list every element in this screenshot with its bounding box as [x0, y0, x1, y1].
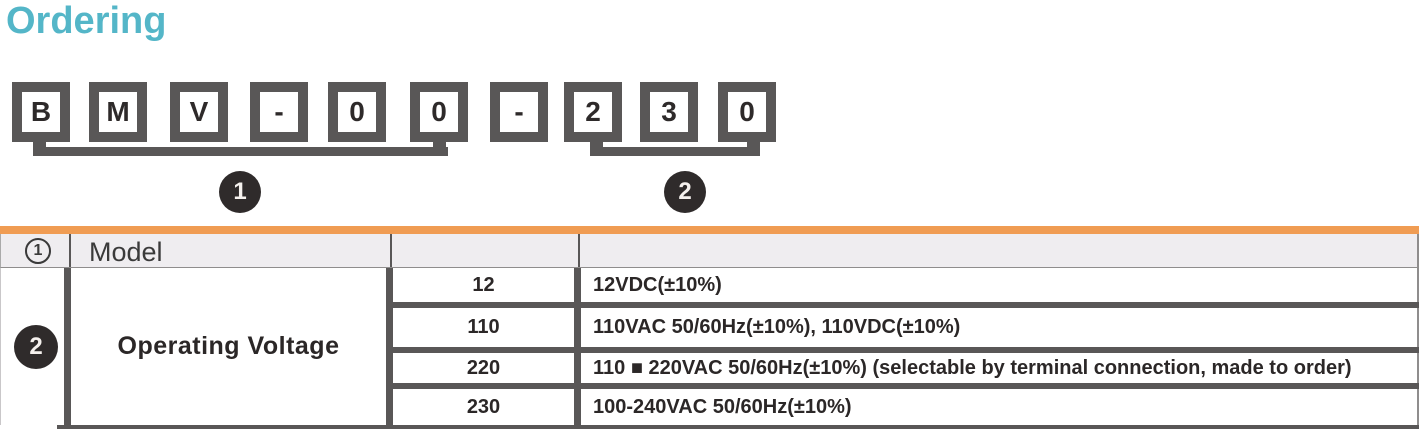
body-divider-1: [64, 268, 71, 425]
bracket-2-bar: [590, 147, 760, 156]
voltage-description-cell-2: 110VAC 50/60Hz(±10%), 110VDC(±10%): [593, 316, 961, 338]
box-char: -: [514, 96, 524, 127]
voltage-description-cell-1: 12VDC(±10%): [593, 273, 722, 296]
body-divider-3: [574, 268, 581, 425]
box-char: 0: [349, 96, 365, 127]
box-char: 0: [431, 96, 447, 127]
bracket-1-right-stem: [433, 140, 446, 156]
header-index-badge: 1: [25, 238, 51, 264]
part-number-box-2: M: [89, 82, 147, 142]
box-char: B: [30, 96, 52, 127]
box-char: V: [189, 96, 209, 127]
voltage-code-cell-2: 110: [467, 316, 500, 338]
box-char: 0: [739, 96, 755, 127]
table-header-row: 1 Model: [0, 234, 1419, 268]
row-divider-2: [386, 347, 1419, 353]
voltage-description-cell-3: 110 ■ 220VAC 50/60Hz(±10%) (selectable b…: [593, 356, 1352, 379]
part-number-box-5: 0: [328, 82, 386, 142]
voltage-code-cell-3: 220: [466, 356, 501, 379]
model-column-header: Model: [89, 237, 163, 267]
row-divider-3: [386, 383, 1419, 389]
group-1-digit: 1: [233, 178, 247, 205]
section-title: Ordering: [6, 0, 167, 42]
part-number-box-10: 0: [718, 82, 776, 142]
part-number-box-3: V: [170, 82, 228, 142]
table-accent-bar: [0, 226, 1419, 234]
box-char: 2: [585, 96, 601, 127]
bracket-2-right-stem: [747, 140, 760, 156]
body-index-badge: 2: [14, 325, 58, 369]
header-divider-2: [390, 234, 392, 267]
group-2-digit: 2: [678, 178, 692, 205]
category-cell: Operating Voltage: [117, 332, 340, 360]
body-divider-2: [386, 268, 393, 425]
row-divider-1: [386, 302, 1419, 308]
table-body: [0, 268, 1419, 425]
part-number-box-4: -: [250, 82, 308, 142]
part-number-box-8: 2: [564, 82, 622, 142]
header-index-digit: 1: [33, 242, 43, 259]
header-divider-1: [69, 234, 71, 267]
box-char: M: [106, 96, 130, 127]
part-number-box-7: -: [490, 82, 548, 142]
part-number-box-1: B: [12, 82, 70, 142]
box-char: 3: [661, 96, 677, 127]
group-1-number-badge: 1: [219, 171, 261, 213]
group-2-number-badge: 2: [664, 171, 706, 213]
voltage-code-cell-4: 230: [466, 395, 501, 418]
body-index-digit: 2: [29, 333, 43, 360]
box-char: -: [274, 96, 284, 127]
voltage-description-cell-4: 100-240VAC 50/60Hz(±10%): [593, 395, 852, 418]
voltage-code-cell-1: 12: [472, 273, 495, 296]
part-number-box-9: 3: [640, 82, 698, 142]
header-divider-3: [578, 234, 580, 267]
table-bottom-border: [57, 425, 1419, 429]
part-number-box-6: 0: [410, 82, 468, 142]
bracket-1-bar: [33, 147, 448, 156]
